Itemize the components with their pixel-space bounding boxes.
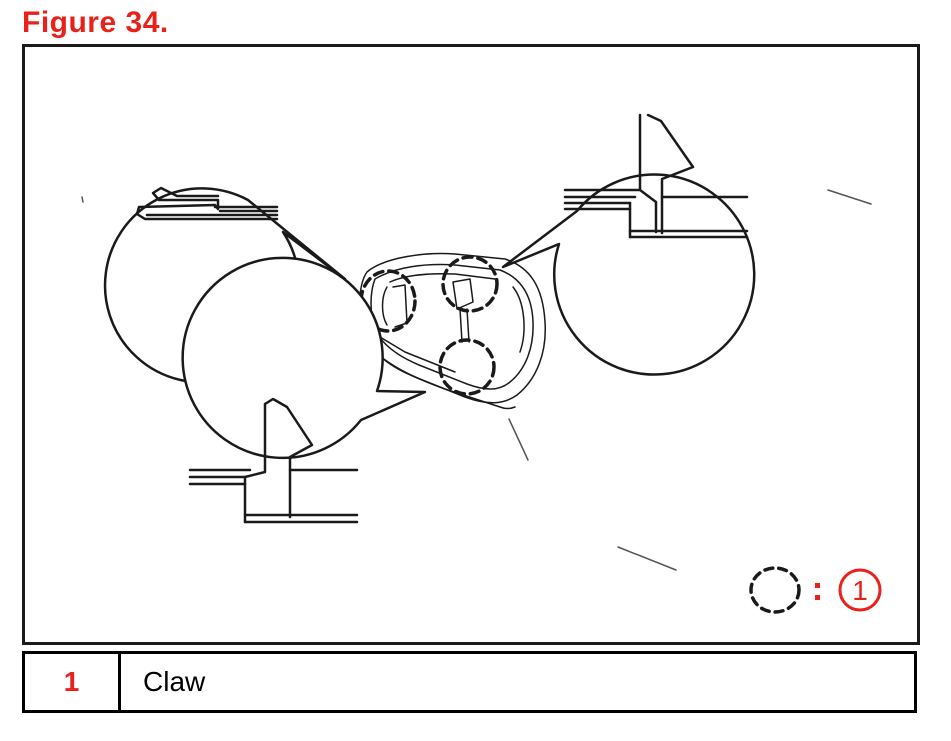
callout-bottom-left (181, 256, 427, 524)
claw-location-diagram: 1 (81, 113, 882, 614)
legend-key-number: 1 (852, 575, 868, 606)
legend-table: 1 Claw (22, 651, 917, 713)
figure-title: Figure 34. (22, 6, 169, 39)
legend-key-colon (815, 583, 820, 600)
callout-top-right (501, 113, 756, 376)
legend-row-number: 1 (25, 654, 121, 710)
legend-row-label: Claw (143, 666, 206, 697)
dashed-circle-icon (749, 566, 801, 614)
legend-key (749, 566, 882, 614)
diagram-frame: 1 (22, 44, 920, 645)
